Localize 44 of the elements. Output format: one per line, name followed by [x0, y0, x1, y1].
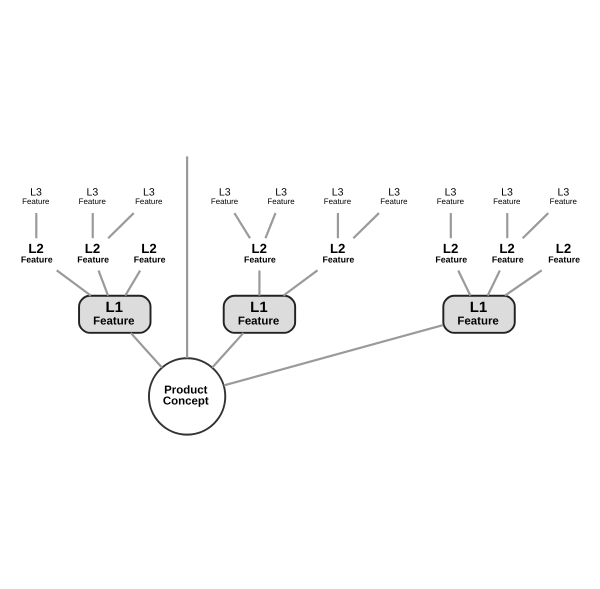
node-text: L2 Feature	[435, 240, 468, 264]
node-text: L3 Feature	[550, 186, 577, 206]
connector	[186, 156, 188, 358]
connector	[258, 270, 261, 296]
connector	[282, 268, 318, 296]
connector	[92, 212, 94, 238]
connector	[233, 212, 251, 238]
node-text: L3 Feature	[78, 186, 106, 206]
node-text: L3 Feature	[436, 186, 464, 206]
node-text: L3 Feature	[135, 186, 162, 206]
node-text: L2 Feature	[492, 240, 524, 264]
connector	[506, 212, 508, 238]
connector	[211, 332, 244, 368]
node-text: L3 Feature	[380, 186, 408, 206]
connector	[35, 212, 38, 238]
connector	[124, 269, 142, 296]
connector	[264, 212, 276, 238]
node-text: L3 Feature	[22, 186, 50, 206]
node-text: L2 Feature	[322, 240, 354, 264]
node-box: L1 Feature	[78, 294, 152, 334]
node-text: L2 Feature	[77, 240, 110, 264]
node-text: L3 Feature	[267, 186, 295, 206]
connector	[56, 268, 92, 296]
node-text: L2 Feature	[548, 240, 580, 264]
node-text: L3 Feature	[324, 186, 352, 206]
node-text: L3 Feature	[493, 186, 520, 206]
connector	[450, 212, 452, 238]
connector	[224, 323, 444, 386]
node-box: L1 Feature	[222, 294, 296, 334]
node-text: L2 Feature	[20, 240, 53, 264]
connector	[336, 212, 340, 238]
connector	[98, 270, 110, 296]
node-text: L2 Feature	[134, 240, 166, 264]
node-circle: Product Concept	[148, 356, 226, 436]
connector	[352, 212, 380, 239]
node-text: L3 Feature	[210, 186, 238, 206]
node-box: L1 Feature	[442, 294, 516, 334]
node-text: L2 Feature	[244, 240, 276, 264]
connector	[504, 268, 542, 296]
connector	[457, 270, 472, 296]
connector	[107, 212, 135, 239]
connector	[522, 212, 550, 239]
connector	[486, 270, 501, 296]
connector	[130, 332, 163, 368]
